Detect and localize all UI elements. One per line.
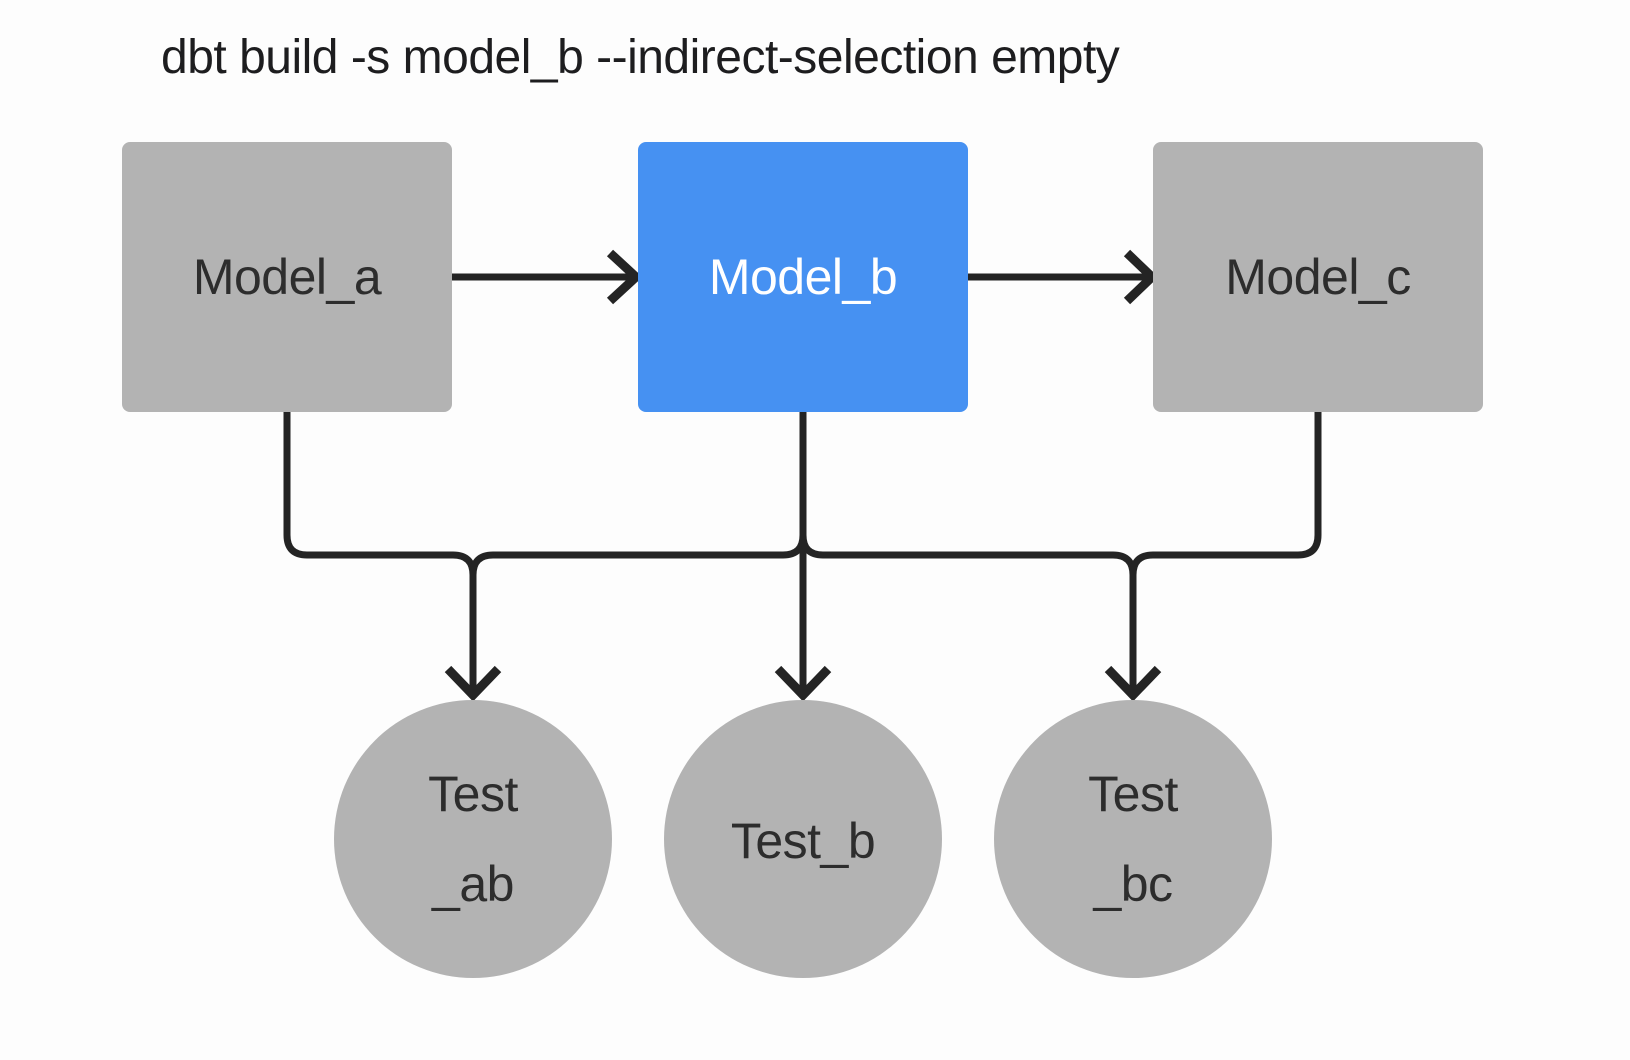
node-test-b (664, 700, 942, 978)
node-test-b-label: Test_b (731, 813, 875, 869)
node-model-a-label: Model_a (193, 249, 382, 305)
node-model-b-selected (638, 142, 968, 412)
node-test-bc-label-line1: Test (1088, 766, 1178, 822)
arrowhead-into-model-c (1123, 249, 1159, 305)
edge-bus-left (469, 534, 807, 576)
test-nodes: Test _ab Test_b Test _bc (334, 700, 1272, 978)
edge-bus-right (799, 534, 1137, 576)
node-test-bc (994, 700, 1272, 978)
node-model-b-label: Model_b (709, 249, 897, 305)
arrowhead-into-model-b (606, 249, 643, 305)
node-test-ab (334, 700, 612, 978)
arrowhead-into-test-ab (444, 665, 502, 702)
model-nodes: Model_a Model_b Model_c (122, 142, 1483, 412)
node-test-ab-label-line1: Test (428, 766, 518, 822)
node-model-c (1153, 142, 1483, 412)
edge-model-a-to-test-ab (283, 411, 477, 691)
node-model-a (122, 142, 452, 412)
node-test-ab-label-line2: _ab (431, 856, 514, 912)
diagram-title: dbt build -s model_b --indirect-selectio… (161, 31, 1120, 84)
arrowhead-into-test-bc (1104, 665, 1162, 702)
arrowhead-into-test-b (774, 665, 832, 702)
node-model-c-label: Model_c (1225, 249, 1411, 305)
node-test-bc-label-line2: _bc (1092, 856, 1172, 912)
edge-model-c-to-test-bc (1129, 411, 1322, 691)
edges (283, 249, 1322, 702)
